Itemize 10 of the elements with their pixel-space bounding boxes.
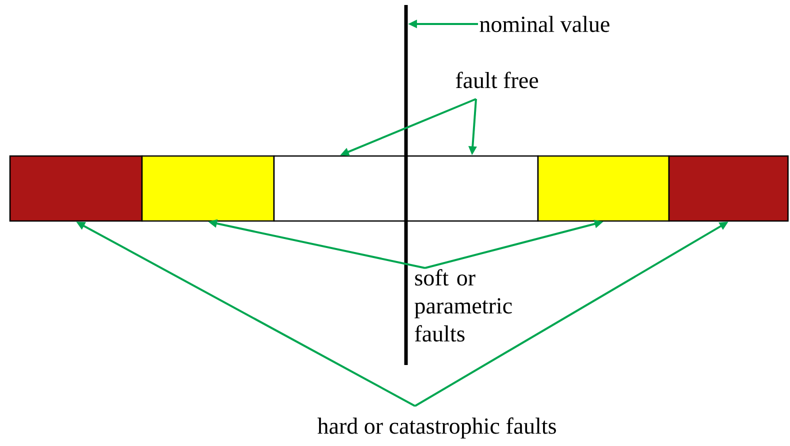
annotation-text: fault free	[456, 72, 538, 88]
bar-segment	[537, 155, 670, 222]
bar-segment	[668, 155, 789, 222]
bar-segment	[141, 155, 275, 222]
bar-segment	[9, 155, 143, 222]
annotation-text: nominal value	[480, 16, 610, 32]
bar-segment	[273, 155, 407, 222]
annotation-text: hard or catastrophic faults	[317, 417, 556, 439]
bar-segment	[405, 155, 539, 222]
annotation-text: soft or parametric faults	[414, 269, 512, 342]
